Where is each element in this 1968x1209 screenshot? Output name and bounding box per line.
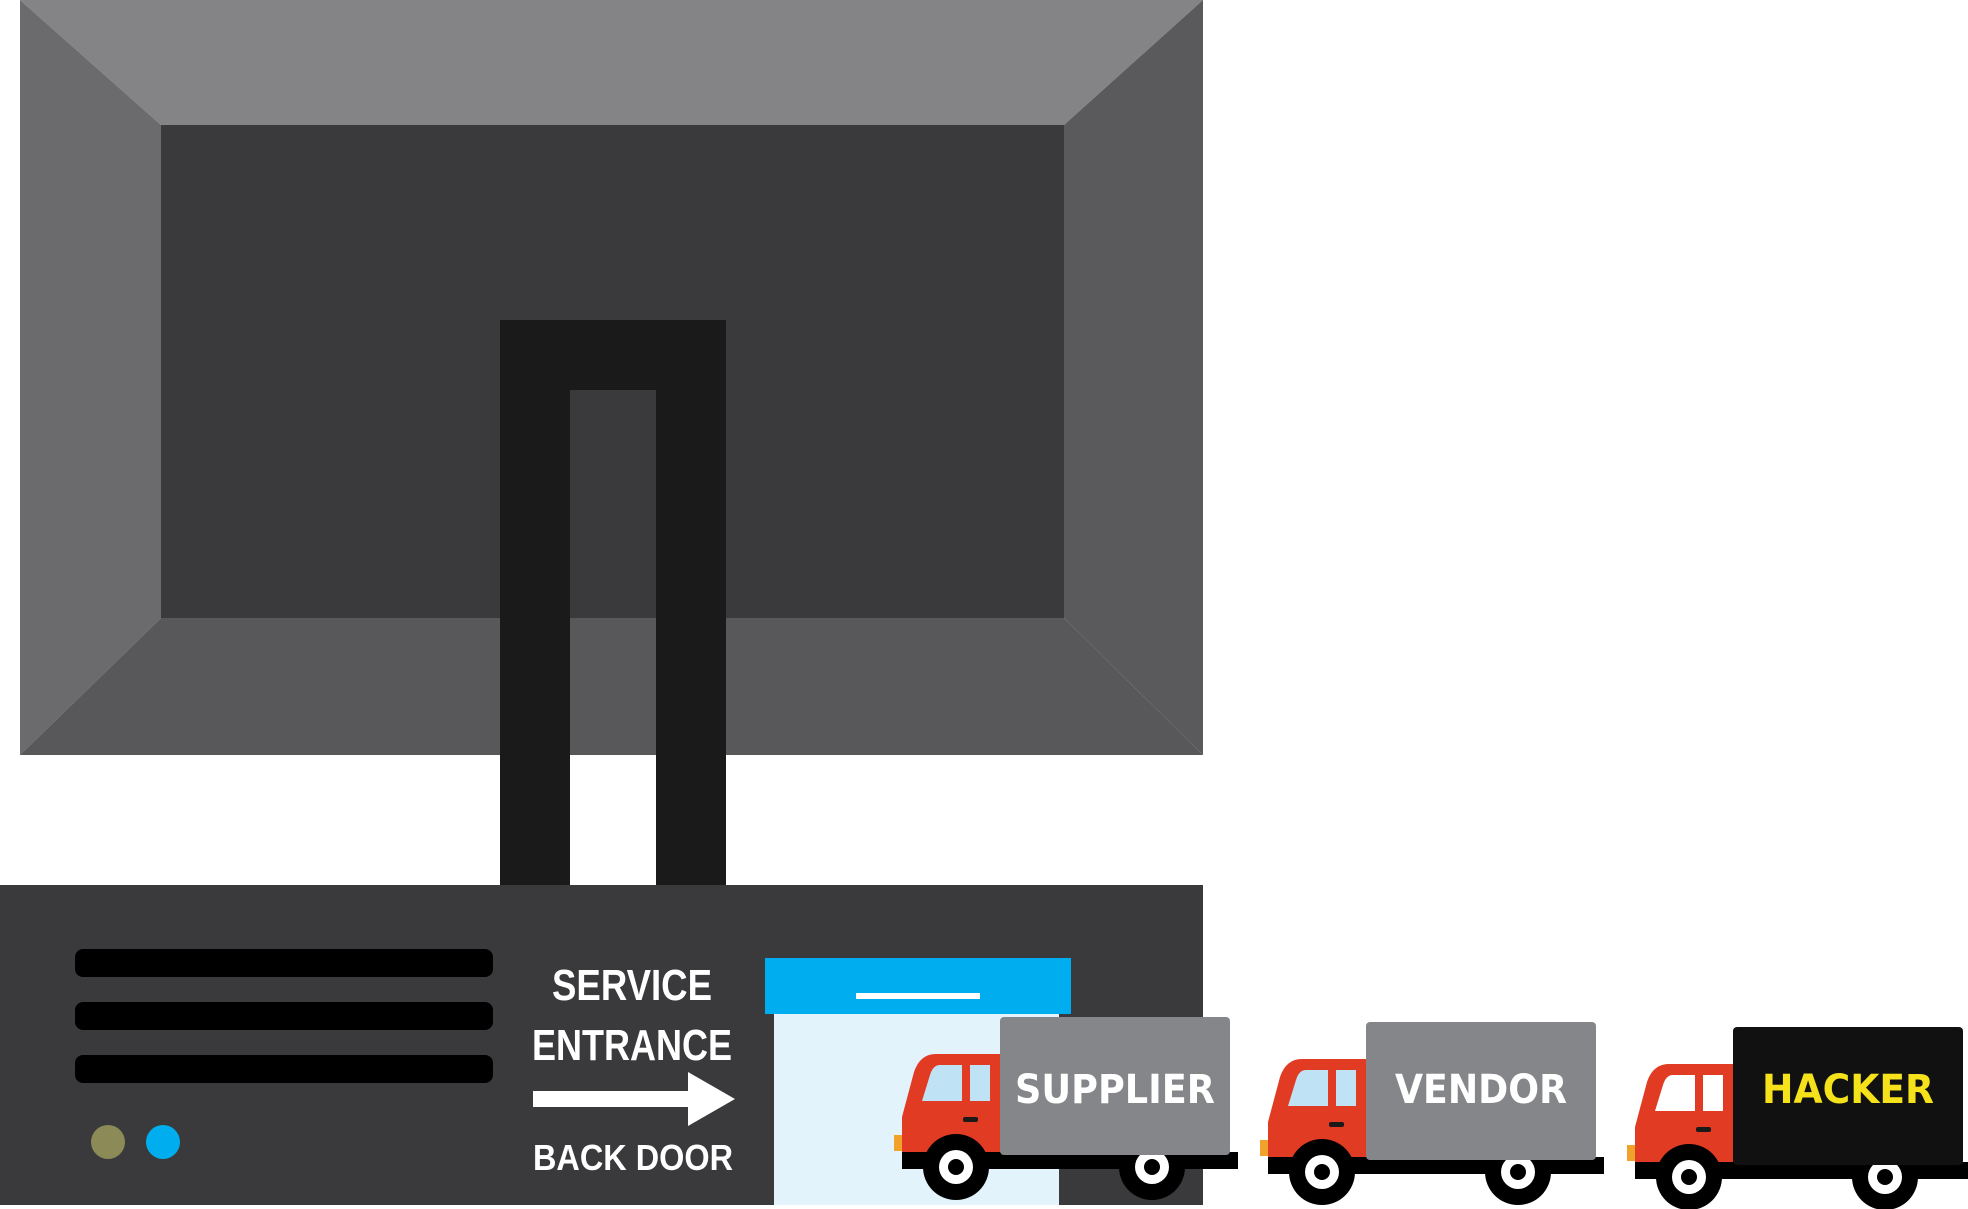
truck-cargo-box <box>1733 1027 1963 1165</box>
truck-icon <box>1627 1064 1968 1209</box>
stand-frame <box>500 320 726 886</box>
truck-cargo-box <box>1000 1017 1230 1155</box>
back-door-label: BACK DOOR <box>533 1137 733 1178</box>
monitor-bevel-bottom <box>20 618 1203 755</box>
truck-label: HACKER <box>1762 1067 1934 1113</box>
entrance-label: ENTRANCE <box>532 1021 732 1070</box>
truck-window-side <box>1703 1075 1723 1111</box>
truck-vendor: VENDOR <box>1260 1022 1604 1205</box>
truck-cargo-box <box>1366 1022 1596 1160</box>
power-led <box>91 1125 125 1159</box>
truck-icon <box>894 1054 1238 1200</box>
vent-slot <box>75 1055 493 1083</box>
vent-slot <box>75 949 493 977</box>
service-label: SERVICE <box>552 961 712 1010</box>
truck-headlight <box>1260 1140 1268 1156</box>
truck-headlight <box>894 1135 902 1151</box>
vent-slot <box>75 1002 493 1030</box>
truck-window-side <box>1336 1070 1356 1106</box>
truck-label: SUPPLIER <box>1015 1067 1215 1113</box>
truck-window-side <box>970 1065 990 1101</box>
truck-window <box>922 1065 962 1101</box>
monitor-bevel-left <box>20 0 161 755</box>
door-header <box>765 958 1071 1014</box>
truck-label: VENDOR <box>1395 1067 1567 1113</box>
truck-headlight <box>1627 1145 1635 1161</box>
trucks: SUPPLIER VENDOR <box>894 1017 1968 1209</box>
truck-door-handle <box>1696 1127 1711 1132</box>
truck-window <box>1288 1070 1328 1106</box>
arrow-right-icon <box>533 1072 735 1126</box>
monitor-bevel-top <box>20 0 1203 125</box>
activity-led <box>146 1125 180 1159</box>
monitor <box>20 0 1203 755</box>
truck-hacker: HACKER <box>1627 1027 1968 1209</box>
door-handle <box>856 993 980 999</box>
monitor-bevel-right <box>1064 0 1203 755</box>
monitor-stand <box>500 320 726 886</box>
truck-window <box>1655 1075 1695 1111</box>
truck-door-handle <box>963 1117 978 1122</box>
truck-supplier: SUPPLIER <box>894 1017 1238 1200</box>
truck-door-handle <box>1329 1122 1344 1127</box>
